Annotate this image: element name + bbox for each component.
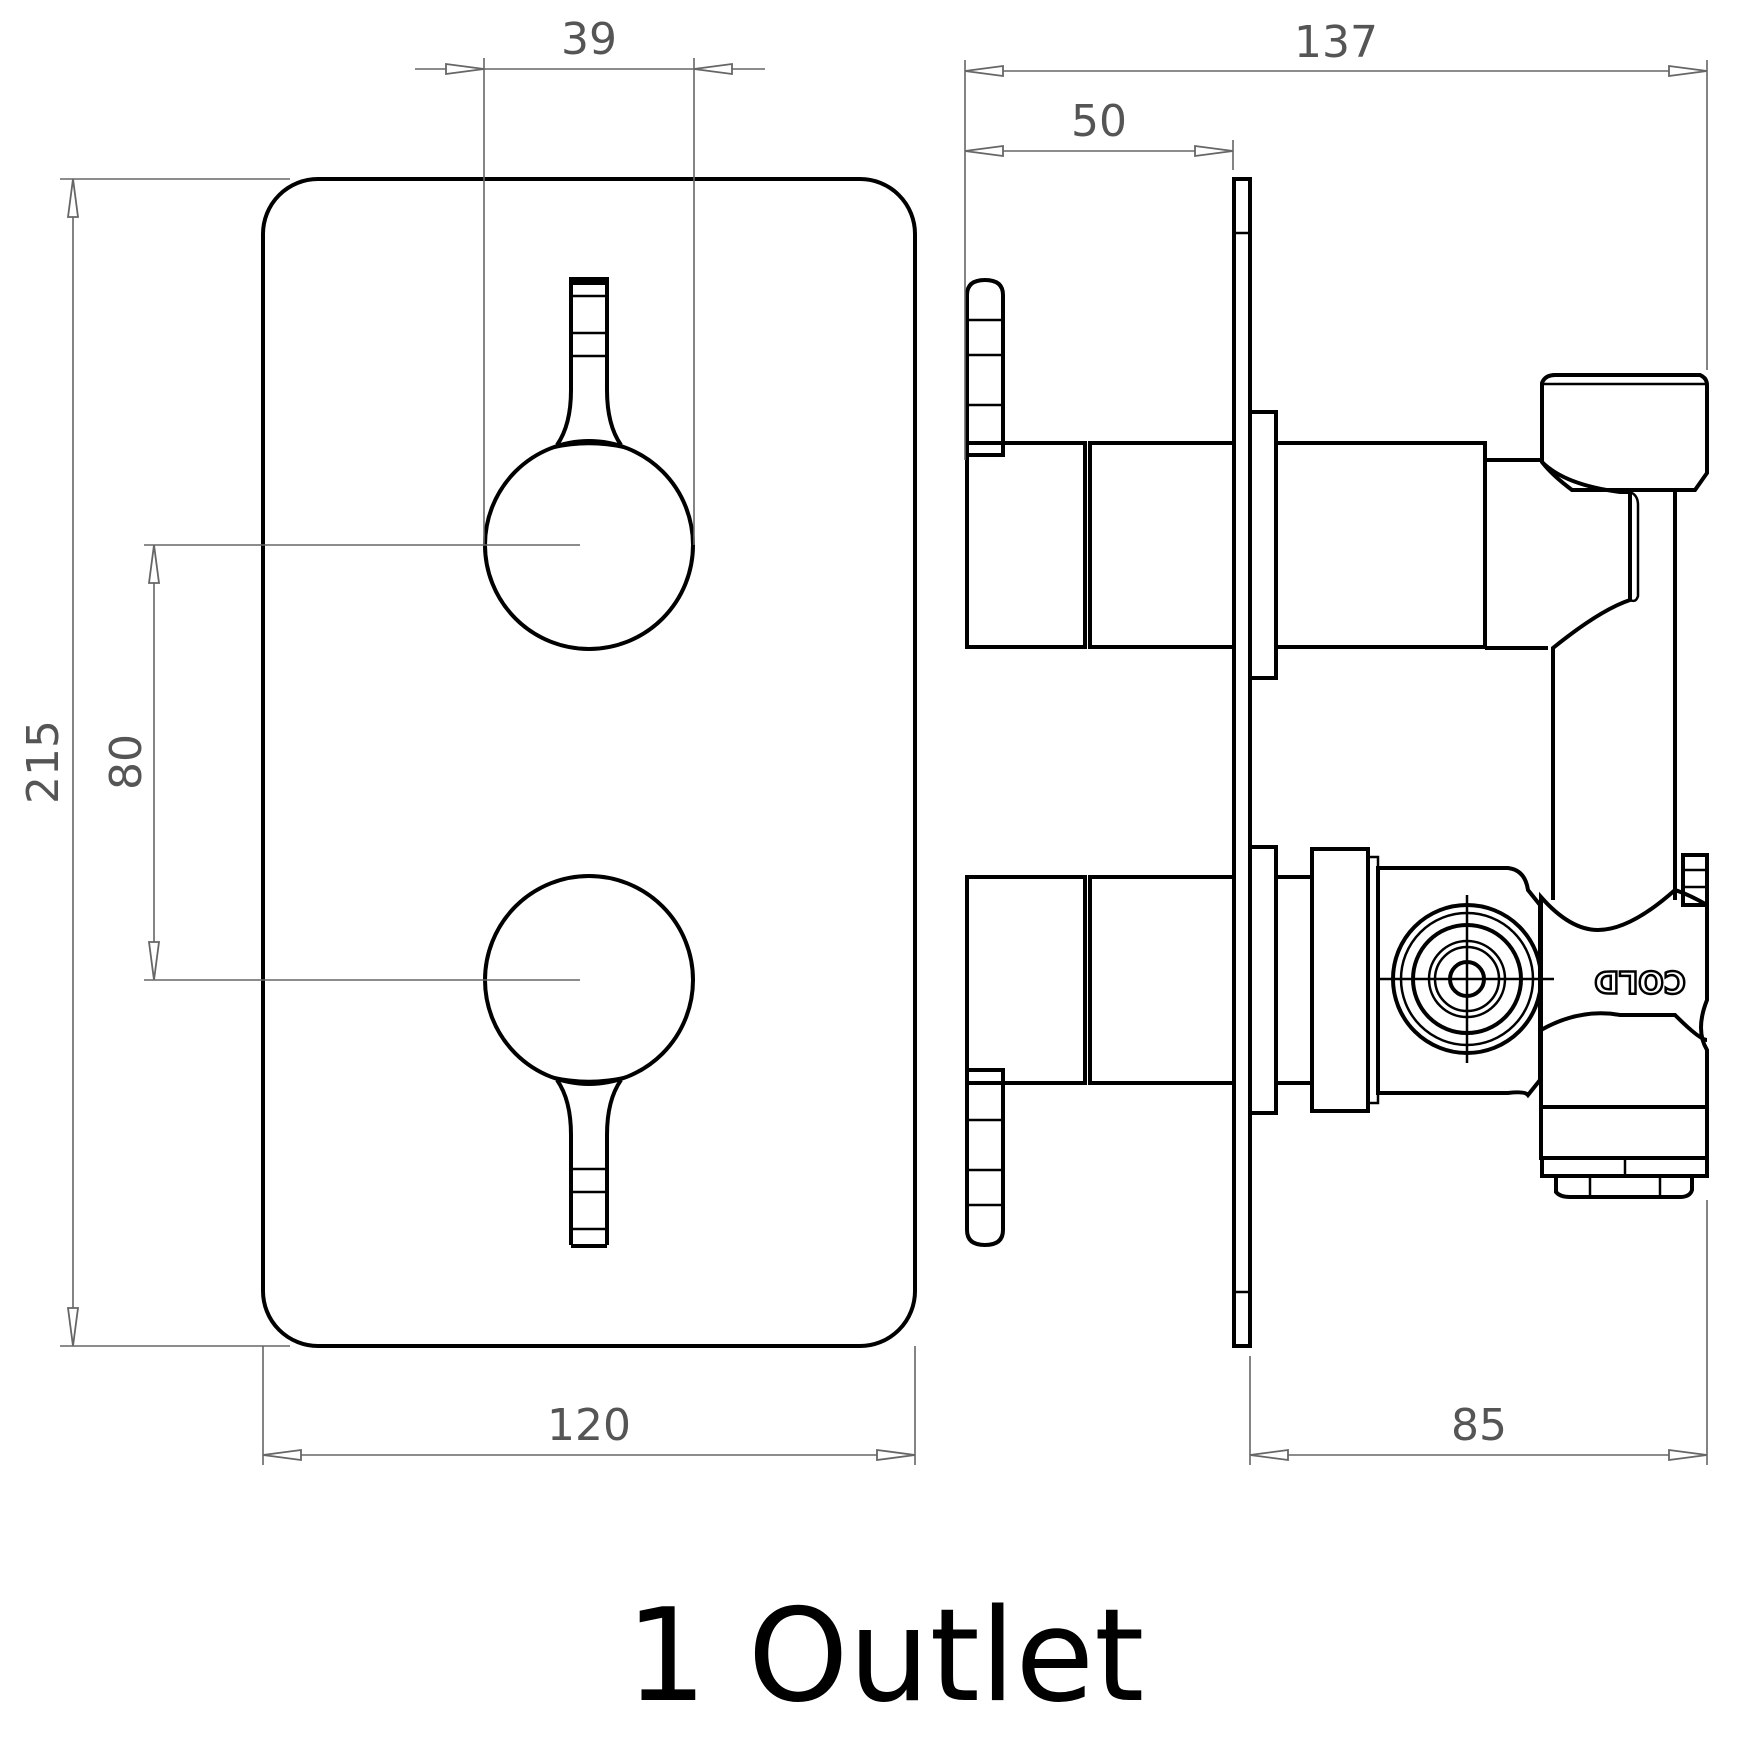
top-connector — [1540, 373, 1709, 492]
dimension-215: 215 — [18, 178, 290, 1347]
upper-lever-side — [965, 277, 1005, 457]
drawing-title: 1 Outlet — [626, 1582, 1145, 1731]
face-plate — [261, 177, 917, 1348]
dimension-80: 80 — [101, 544, 580, 981]
dimension-label-39: 39 — [561, 14, 617, 65]
lower-control-knob — [483, 874, 695, 1248]
dimension-85: 85 — [1249, 1200, 1708, 1465]
dimension-label-50: 50 — [1071, 96, 1127, 147]
dimension-label-85: 85 — [1451, 1400, 1507, 1451]
lower-knob-body — [965, 875, 1087, 1085]
dimension-label-215: 215 — [18, 720, 69, 804]
dimension-50: 50 — [964, 96, 1234, 170]
dimension-label-80: 80 — [101, 734, 152, 790]
upper-knob-body — [965, 441, 1087, 649]
lower-lever-side — [965, 1068, 1005, 1248]
valve-body: COLD — [1376, 373, 1709, 1199]
front-view — [261, 177, 917, 1348]
dimension-137: 137 — [964, 17, 1708, 460]
cold-marking: COLD — [1594, 964, 1686, 999]
wall-plate-profile — [1232, 177, 1252, 1348]
side-view: COLD — [965, 177, 1709, 1348]
dimension-120: 120 — [262, 1346, 916, 1465]
dimension-label-120: 120 — [547, 1400, 631, 1451]
dimension-39: 39 — [415, 14, 765, 545]
upper-control-knob — [483, 277, 695, 651]
dimension-label-137: 137 — [1294, 17, 1378, 68]
